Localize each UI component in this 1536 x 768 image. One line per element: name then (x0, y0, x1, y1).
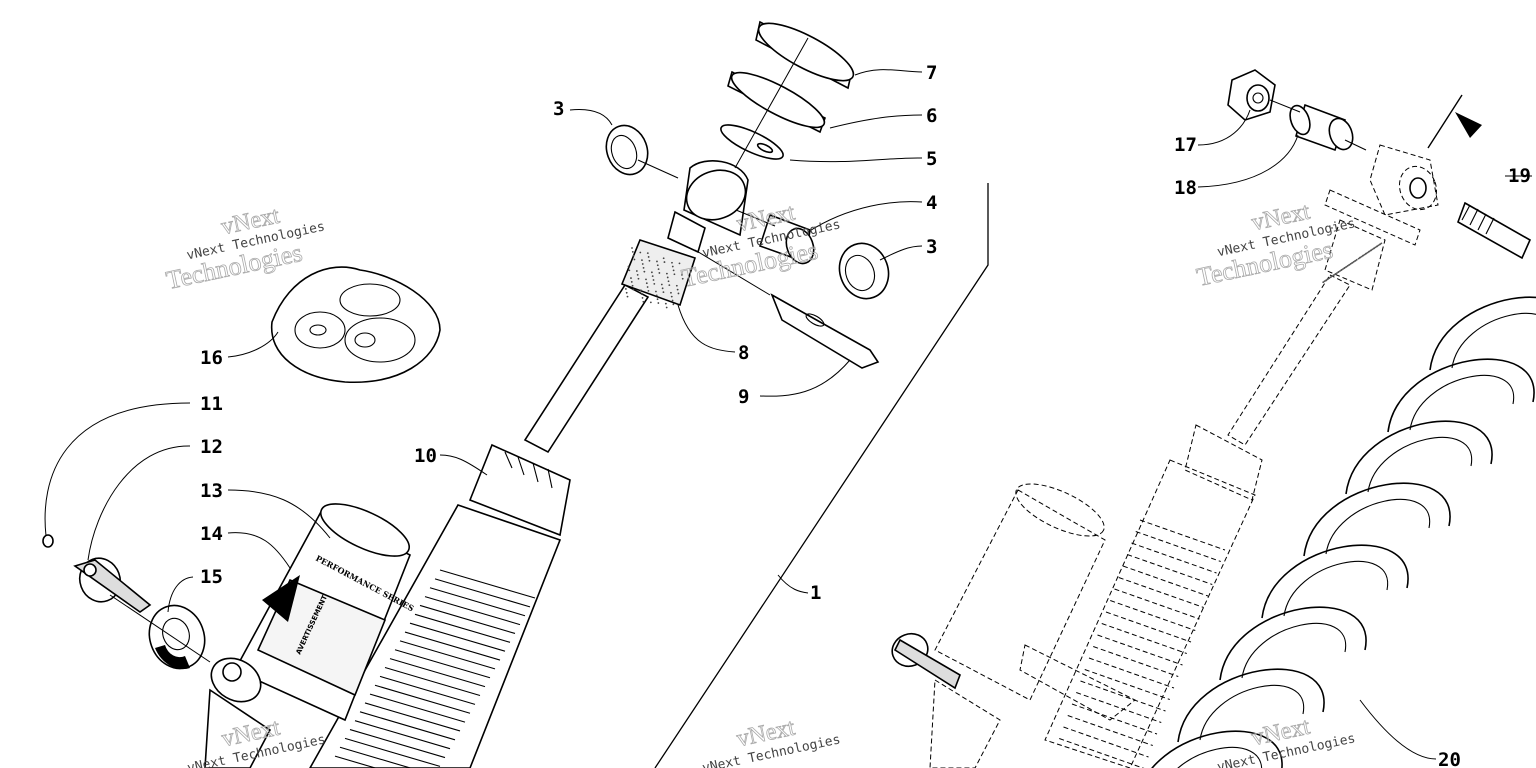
callout-17: 17 (1174, 134, 1197, 156)
bolt-19 (1457, 201, 1532, 260)
callout-6: 6 (926, 105, 937, 127)
knob-12 (73, 557, 152, 613)
callout-19: 19 (1508, 165, 1531, 187)
top-eye-assembly (620, 160, 749, 309)
callout-12: 12 (200, 436, 223, 458)
callout-8: 8 (738, 342, 749, 364)
sleeve-18 (1289, 103, 1354, 152)
shock-body: PERFORMANCE SERIES AVERTISSEMENT (204, 283, 650, 768)
bushing-3-right (838, 242, 890, 300)
callout-10: 10 (414, 445, 437, 467)
spring-seat-6 (727, 70, 826, 134)
dashed-shock-body (891, 227, 1383, 768)
spacer-plate-9 (770, 293, 880, 369)
callout-7: 7 (926, 62, 937, 84)
watermark-center-bottom: vNext vNext Technologies (701, 714, 842, 768)
leader-lines (44, 69, 1532, 760)
watermark-right-top: vNext vNext Technologies Technologies (1194, 198, 1357, 292)
mount-nut-17 (1227, 69, 1276, 121)
spring-seat-7 (755, 20, 855, 90)
callout-14: 14 (200, 523, 223, 545)
sleeve-4 (759, 213, 815, 265)
decal-15 (148, 604, 206, 670)
callout-18: 18 (1174, 177, 1197, 199)
section-arrow (1427, 94, 1482, 149)
screw-11 (42, 534, 54, 548)
callout-15: 15 (200, 566, 223, 588)
coil-spring-20 (1151, 296, 1536, 768)
callout-11: 11 (200, 393, 223, 415)
callout-20: 20 (1438, 749, 1461, 768)
bushing-3-left (605, 124, 649, 176)
callout-13: 13 (200, 480, 223, 502)
watermark-right-bottom: vNext vNext Technologies (1216, 713, 1357, 768)
callout-4: 4 (926, 192, 937, 214)
callout-5: 5 (926, 148, 937, 170)
callout-16: 16 (200, 347, 223, 369)
callout-3a: 3 (553, 98, 564, 120)
callout-9: 9 (738, 386, 749, 408)
group-divider-line (654, 183, 989, 768)
callout-1: 1 (810, 582, 821, 604)
washer-5 (720, 124, 784, 160)
upper-eye-dashed (1324, 144, 1439, 291)
callout-3b: 3 (926, 236, 937, 258)
watermark-left-bottom: vNext vNext Technologies (186, 714, 327, 768)
callout-labels: 7 6 5 4 3 3 8 9 10 1 16 11 12 13 14 15 1… (200, 62, 1531, 768)
seal-kit-bag-16 (270, 266, 441, 383)
